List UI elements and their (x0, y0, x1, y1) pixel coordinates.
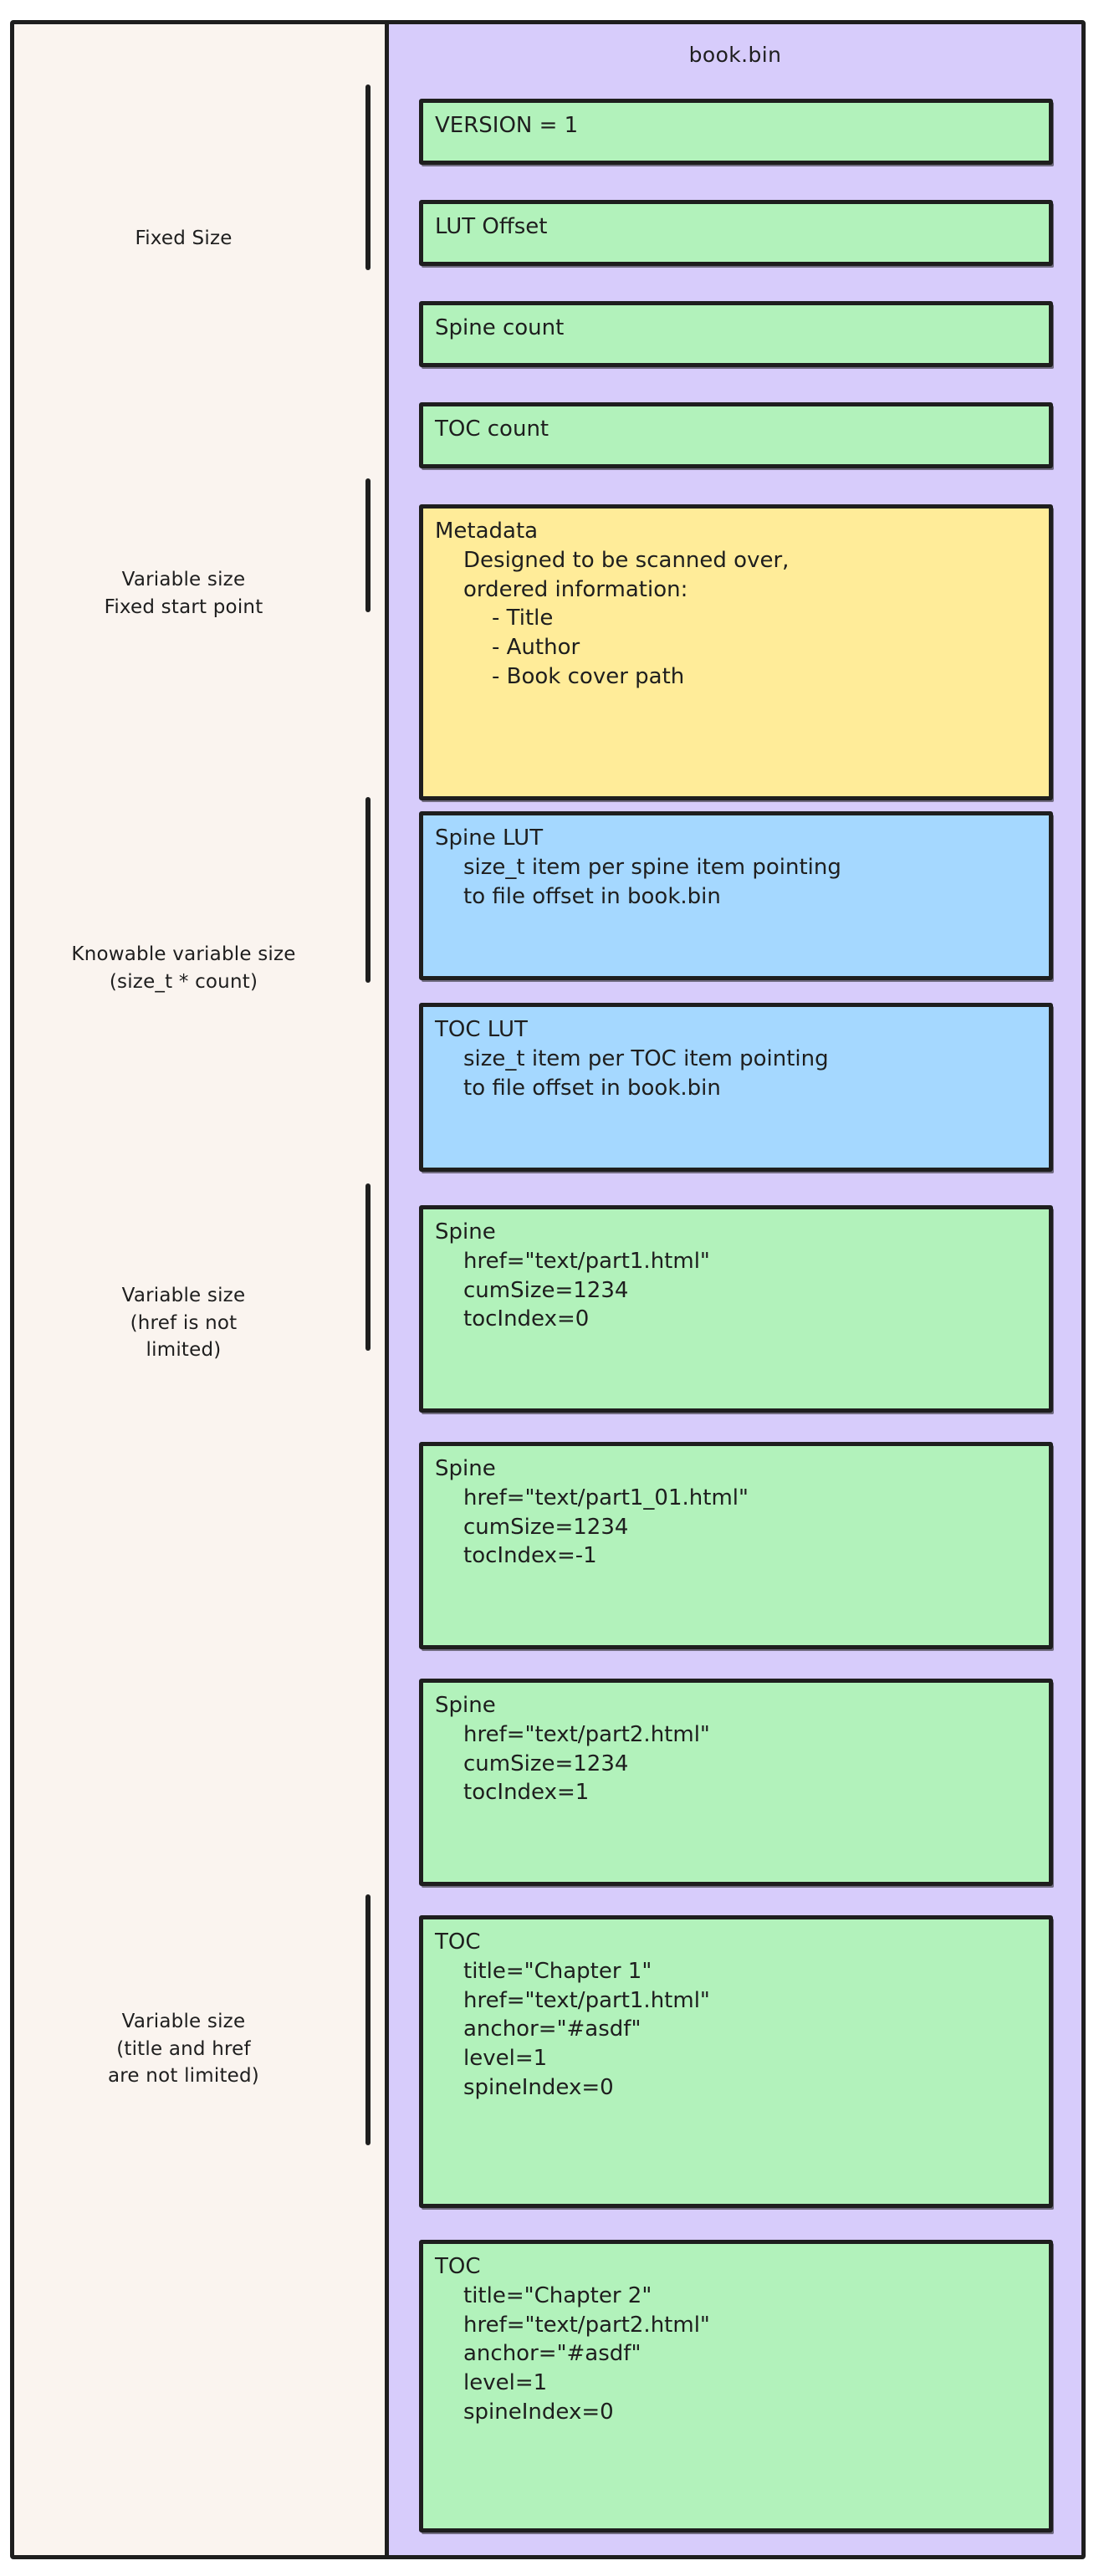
annotation-column: Fixed Size Variable size Fixed start poi… (14, 24, 385, 2555)
record-title: Spine LUT (435, 825, 544, 851)
record-field: level=1 (463, 2046, 548, 2072)
record-field: href="text/part2.html" (463, 2312, 710, 2338)
record-field: to file offset in book.bin (463, 883, 721, 909)
record-title: Spine (435, 1219, 496, 1245)
record-title: Spine (435, 1693, 496, 1718)
record-title: Spine count (435, 315, 565, 340)
book-bin-title: book.bin (688, 43, 782, 67)
annotation-variable-fixed-start: Variable size Fixed start point (104, 569, 263, 618)
record-title: VERSION = 1 (435, 113, 579, 138)
record-field: href="text/part1.html" (463, 1987, 710, 2013)
group-bracket-variable-href (365, 1183, 371, 1351)
record-box-spine-lut: Spine LUT size_t item per spine item poin… (419, 811, 1053, 980)
record-field: title="Chapter 2" (463, 2282, 652, 2308)
record-field: ordered information: (463, 576, 688, 602)
record-field: href="text/part1.html" (463, 1248, 710, 1274)
record-field: href="text/part1_01.html" (463, 1485, 749, 1510)
record-field: - Title (492, 606, 554, 631)
record-title: TOC count (435, 417, 549, 442)
record-box-spine-2: Spine href="text/part1_01.html" cumSize=12… (419, 1442, 1053, 1649)
group-bracket-fixed-size (365, 84, 371, 270)
record-box-spine-count: Spine count (419, 301, 1053, 367)
annotation-variable-title-href: Variable size (title and href are not li… (107, 2011, 259, 2088)
record-field: tocIndex=1 (463, 1780, 590, 1806)
record-box-toc-lut: TOC LUT size_t item per TOC item pointing… (419, 1003, 1053, 1172)
record-box-toc-count: TOC count (419, 402, 1053, 468)
record-field: level=1 (463, 2370, 548, 2396)
record-field: tocIndex=0 (463, 1306, 590, 1332)
record-field: - Author (492, 635, 580, 661)
record-field: spineIndex=0 (463, 2400, 614, 2425)
record-field: cumSize=1234 (463, 1751, 629, 1776)
record-field: spineIndex=0 (463, 2075, 614, 2101)
record-field: title="Chapter 1" (463, 1958, 652, 1984)
record-box-spine-1: Spine href="text/part1.html" cumSize=1234 t… (419, 1205, 1053, 1413)
record-box-spine-3: Spine href="text/part2.html" cumSize=1234 t… (419, 1679, 1053, 1886)
record-field: to file offset in book.bin (463, 1075, 721, 1101)
record-field: size_t item per TOC item pointing (463, 1045, 829, 1071)
record-field: tocIndex=-1 (463, 1543, 597, 1569)
record-field: anchor="#asdf" (463, 2341, 641, 2367)
record-field: Designed to be scanned over, (463, 547, 790, 573)
group-bracket-variable-title-href (365, 1894, 371, 2145)
record-title: LUT Offset (435, 214, 548, 239)
record-box-toc-1: TOC title="Chapter 1" href="text/part1.htm… (419, 1915, 1053, 2208)
record-title: Metadata (435, 519, 539, 544)
record-title: Spine (435, 1456, 496, 1481)
group-bracket-knowable-variable (365, 797, 371, 983)
record-box-version: VERSION = 1 (419, 99, 1053, 165)
record-field: - Book cover path (492, 664, 685, 690)
group-bracket-variable-fixed-start (365, 478, 371, 612)
record-field: cumSize=1234 (463, 1514, 629, 1540)
annotation-knowable-variable: Knowable variable size (size_t * count) (71, 943, 296, 993)
record-title: TOC LUT (435, 1017, 528, 1042)
record-field: href="text/part2.html" (463, 1721, 710, 1747)
record-field: size_t item per spine item pointing (463, 854, 841, 880)
record-box-lut-offset: LUT Offset (419, 200, 1053, 266)
record-field: anchor="#asdf" (463, 2016, 641, 2042)
record-title: TOC (435, 1929, 481, 1955)
annotation-fixed-size: Fixed Size (135, 227, 233, 249)
record-title: TOC (435, 2254, 481, 2279)
record-field: cumSize=1234 (463, 1277, 629, 1303)
annotation-variable-href: Variable size (href is not limited) (121, 1285, 246, 1362)
record-box-toc-2: TOC title="Chapter 2" href="text/part2.htm… (419, 2240, 1053, 2533)
